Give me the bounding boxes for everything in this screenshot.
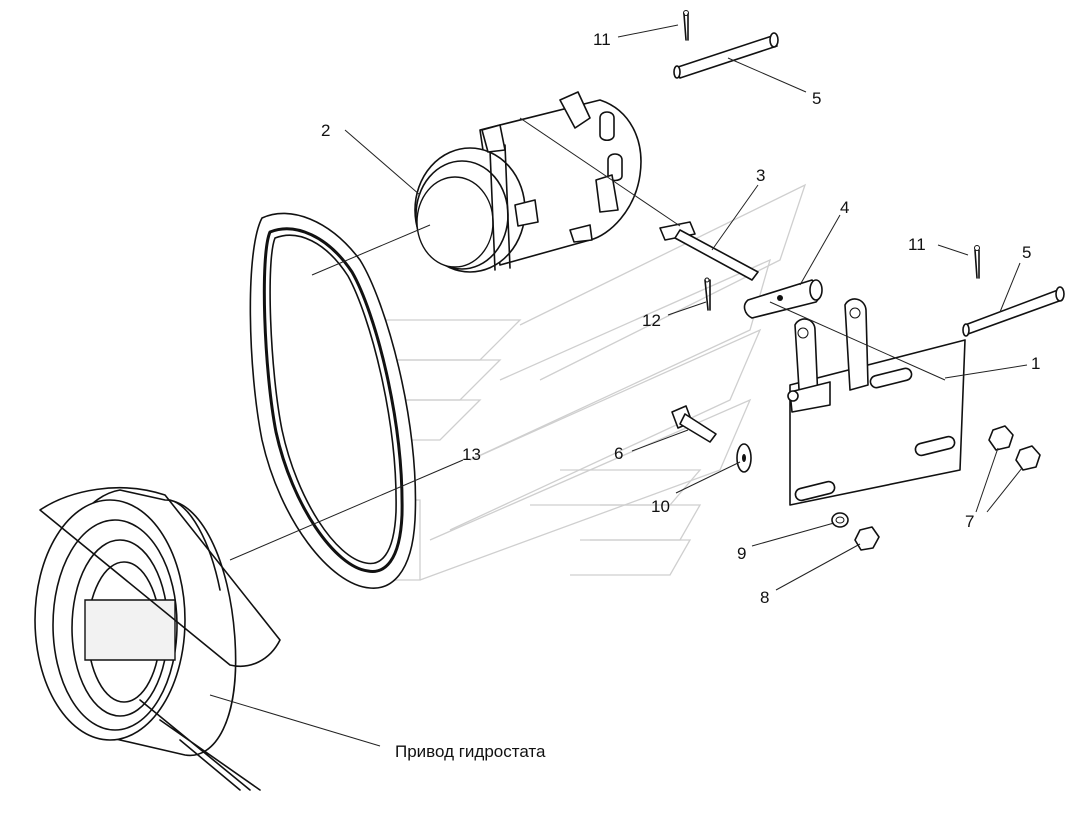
callout-10: 10 (651, 497, 670, 516)
callout-13: 13 (462, 445, 481, 464)
nut-8 (854, 526, 880, 551)
cotter-pin-11-right (974, 245, 980, 279)
sleeve-4 (743, 279, 823, 319)
cotter-pin-12 (704, 277, 711, 311)
cotter-pin-11-top (683, 10, 689, 41)
leader-lines (209, 24, 1028, 747)
callout-7: 7 (965, 512, 974, 531)
callout-3: 3 (756, 166, 765, 185)
drive-pulley (34, 486, 281, 791)
callout-11-top: 11 (593, 30, 611, 49)
compressor (414, 91, 642, 273)
axle-pin-5-top (673, 32, 779, 79)
v-belt (249, 212, 417, 589)
nuts-7 (988, 425, 1041, 471)
callout-9: 9 (737, 544, 746, 563)
bolt-6 (671, 405, 717, 443)
callout-labels: 11 5 2 3 4 11 5 12 1 6 13 10 7 9 8 Приво… (321, 30, 1040, 761)
callout-2: 2 (321, 121, 330, 140)
bracket-1 (787, 298, 966, 506)
washer-10 (736, 443, 752, 473)
callout-4: 4 (840, 198, 849, 217)
callout-11-right: 11 (908, 235, 926, 254)
axle-pin-5-right (962, 286, 1065, 337)
caption-hydrostat-drive: Привод гидростата (395, 742, 546, 761)
bolt-3 (659, 221, 759, 281)
callout-5-right: 5 (1022, 243, 1031, 262)
lock-washer-9 (831, 512, 849, 528)
callout-6: 6 (614, 444, 623, 463)
callout-1: 1 (1031, 354, 1040, 373)
callout-5-top: 5 (812, 89, 821, 108)
callout-8: 8 (760, 588, 769, 607)
callout-12: 12 (642, 311, 661, 330)
